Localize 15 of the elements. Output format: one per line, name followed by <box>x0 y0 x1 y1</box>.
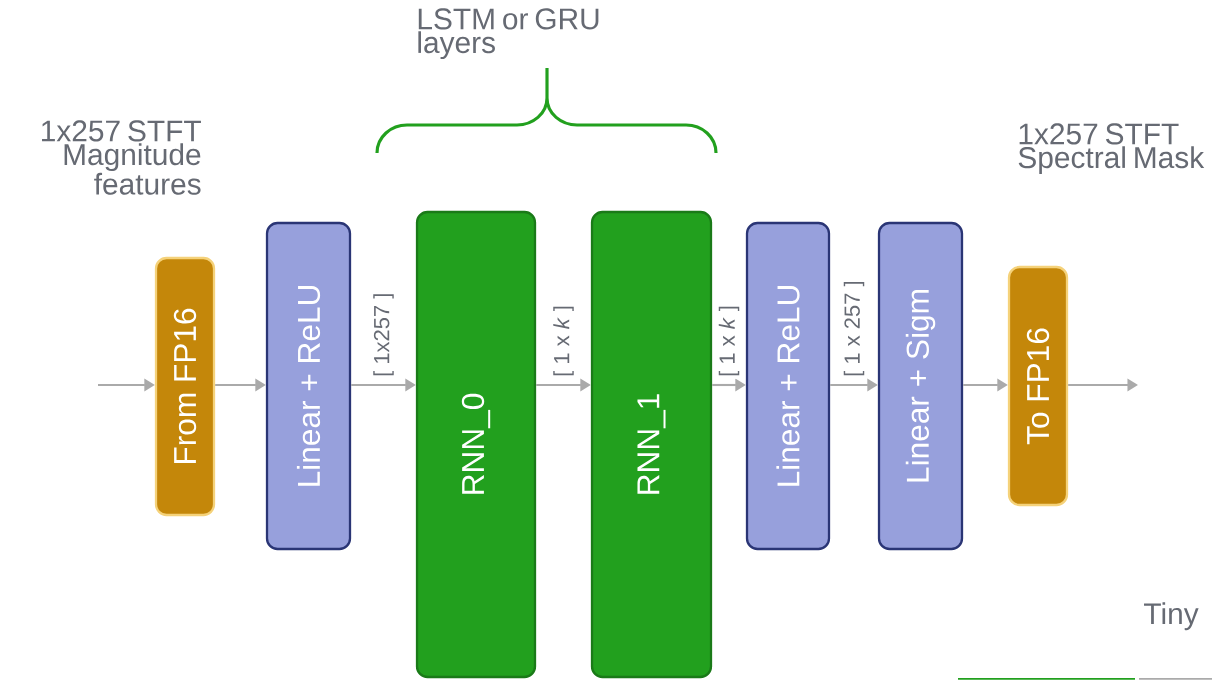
caption-text: Tiny <box>1144 602 1199 631</box>
title-label: LSTM or GRU layers <box>418 8 599 60</box>
linear-layer-box: Linear + ReLU <box>265 221 352 551</box>
rnn-layer-box: RNN_1 <box>590 210 713 679</box>
linear-layer-box: Linear + ReLU <box>745 221 831 551</box>
input-label: 1x257 STFT Magnitude features <box>42 120 201 195</box>
output-label: 1x257 STFT Spectral Mask <box>1018 123 1205 175</box>
rnn-layer-box: RNN_0 <box>415 210 537 679</box>
edge-label: [ 1 x k ] <box>717 303 741 379</box>
converter-box: To FP16 <box>1007 265 1069 507</box>
edge-label: [ 1x257 ] <box>371 290 396 379</box>
edge-label: [ 1 x 257 ] <box>842 278 866 379</box>
linear-layer-box: Linear + Sigm <box>877 221 964 551</box>
edge-label: [ 1 x k ] <box>551 303 576 379</box>
converter-box: From FP16 <box>154 256 216 517</box>
